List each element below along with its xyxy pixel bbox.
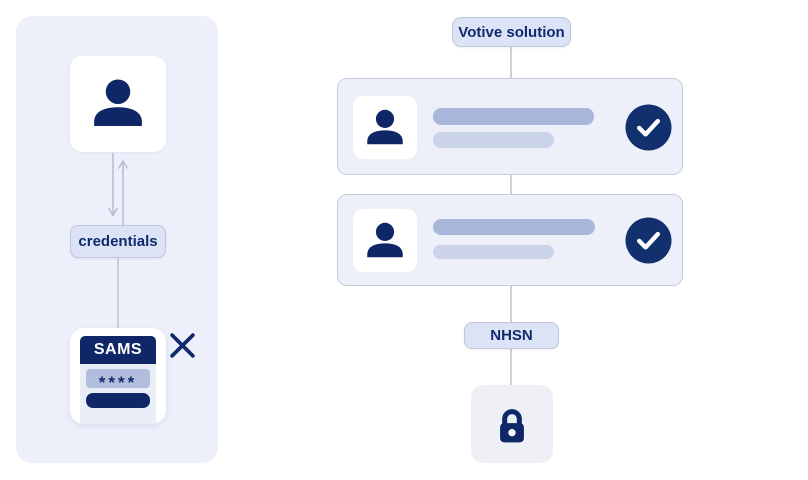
nhsn-label-text: NHSN	[490, 327, 533, 344]
sams-login-form: ****	[80, 364, 156, 424]
user-step-card	[337, 78, 683, 175]
placeholder-bar-long	[433, 219, 595, 235]
check-icon	[625, 217, 672, 269]
exchange-arrows-icon	[108, 153, 128, 225]
user-avatar-box	[353, 209, 417, 272]
nhsn-lock-box	[471, 385, 553, 463]
credentials-label: credentials	[70, 225, 166, 258]
votive-solution-text: Votive solution	[458, 23, 565, 41]
connector-line	[117, 258, 119, 328]
login-button-placeholder	[86, 393, 150, 408]
person-icon	[94, 79, 142, 126]
credentials-label-text: credentials	[78, 233, 158, 250]
person-icon	[367, 109, 403, 144]
lock-icon	[500, 409, 524, 443]
identity-panel: credentials SAMS ****	[16, 16, 218, 463]
placeholder-bar-long	[433, 108, 594, 125]
check-icon	[625, 104, 672, 156]
placeholder-bar-short	[433, 132, 554, 148]
sams-login-card: SAMS ****	[70, 328, 166, 424]
password-mask-field: ****	[86, 369, 150, 388]
votive-solution-label: Votive solution	[452, 17, 571, 47]
close-icon	[170, 333, 195, 358]
person-icon	[367, 222, 403, 257]
placeholder-bar-short	[433, 245, 554, 259]
nhsn-label: NHSN	[464, 322, 559, 349]
user-step-card	[337, 194, 683, 286]
sams-title: SAMS	[80, 336, 156, 364]
user-box	[70, 56, 166, 152]
user-avatar-box	[353, 96, 417, 159]
